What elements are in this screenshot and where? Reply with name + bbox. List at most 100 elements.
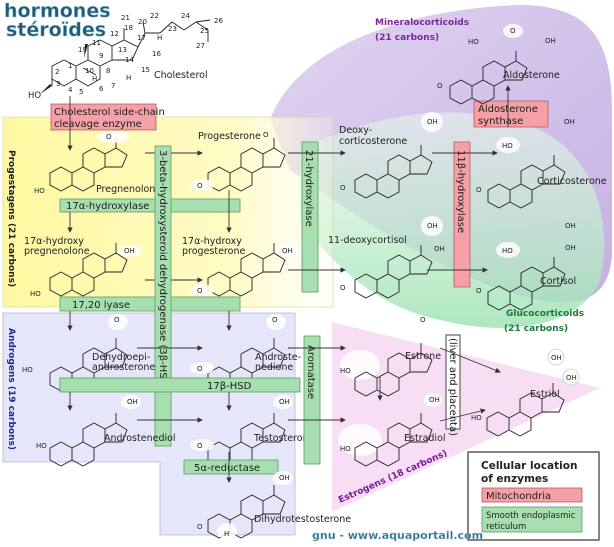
svg-text:6: 6 bbox=[99, 85, 104, 93]
svg-text:7: 7 bbox=[111, 82, 115, 90]
legend-label-smooth-er-1: Smooth endoplasmic bbox=[486, 511, 576, 521]
dhea-label-1: Dehydroepi- bbox=[92, 352, 150, 363]
estradiol-ho: HO bbox=[340, 445, 351, 453]
cholesterol-h-14: H bbox=[126, 74, 131, 82]
mineralocorticoids-carbons: (21 carbons) bbox=[375, 33, 439, 43]
corticosterone-label: Corticosterone bbox=[537, 176, 607, 187]
hydroxy-pregnenolone-label-2: pregnenolone bbox=[24, 246, 90, 257]
svg-text:11: 11 bbox=[92, 39, 101, 47]
dhea-label-2: androsterone bbox=[92, 362, 155, 373]
estradiol-oh: OH bbox=[429, 396, 440, 404]
svg-text:2: 2 bbox=[55, 68, 59, 76]
pregnenolone-structure bbox=[49, 131, 129, 192]
svg-text:19: 19 bbox=[78, 46, 87, 54]
corticosterone-oh: OH bbox=[564, 118, 575, 126]
androstenediol-structure bbox=[49, 395, 141, 467]
estrone-structure bbox=[340, 342, 433, 397]
cortisol-o: O bbox=[476, 287, 482, 295]
enzyme-17b-hsd bbox=[59, 377, 301, 393]
deoxycorticosterone-structure bbox=[354, 112, 443, 199]
svg-text:4: 4 bbox=[68, 86, 73, 94]
estriol-oh-2: OH bbox=[566, 374, 577, 382]
dht-h: H bbox=[224, 530, 229, 538]
corticosterone-ho: HO bbox=[502, 142, 513, 150]
enzyme-aldosterone-synthase-label-2: synthase bbox=[478, 116, 523, 127]
progesterone-o: O bbox=[197, 182, 203, 190]
svg-text:13: 13 bbox=[118, 46, 127, 54]
legend: Cellular location of enzymes Mitochondri… bbox=[467, 451, 600, 541]
svg-text:26: 26 bbox=[214, 17, 223, 25]
enzyme-21-hydroxylase bbox=[301, 141, 319, 293]
enzyme-side-chain-label-2: cleavage enzyme bbox=[54, 119, 142, 130]
hydroxy-pregnenolone-structure bbox=[49, 242, 142, 297]
androgens-label: Androgens (19 carbons) bbox=[6, 328, 16, 450]
cortisol-oh-1: OH bbox=[565, 222, 576, 230]
androstenedione-label-2: nedione bbox=[255, 362, 293, 373]
enzyme-3b-hsd-label: 3-beta-hydroxysteroid dehydrogenase (3β-… bbox=[157, 150, 168, 390]
svg-text:17: 17 bbox=[137, 34, 146, 42]
deoxycortisol-oh-1: OH bbox=[427, 222, 438, 230]
svg-text:5: 5 bbox=[79, 88, 83, 96]
testosterone-oh: OH bbox=[279, 398, 290, 406]
androstenedione-label-1: Androste- bbox=[255, 352, 301, 363]
hydroxy-progesterone-o: O bbox=[197, 287, 203, 295]
enzyme-17b-hsd-label: 17β-HSD bbox=[207, 381, 252, 392]
enzyme-liver-placenta-label: (liver and placenta) bbox=[447, 338, 458, 436]
dhea-ho: HO bbox=[22, 366, 33, 374]
aldosterone-ho: HO bbox=[468, 38, 479, 46]
deoxycorticosterone-oh: OH bbox=[427, 118, 438, 126]
svg-text:14: 14 bbox=[125, 56, 134, 64]
estrone-label: Estrone bbox=[405, 351, 441, 362]
estriol-structure bbox=[486, 348, 580, 437]
title-line-2: stéroïdes bbox=[6, 19, 106, 41]
aldosterone-o: O bbox=[437, 82, 443, 90]
cortisol-structure bbox=[487, 242, 566, 311]
enzyme-aldosterone-synthase bbox=[473, 100, 549, 128]
deoxycorticosterone-o: O bbox=[340, 184, 346, 192]
pregnenolone-label: Pregnenolone bbox=[96, 184, 161, 195]
cortisol-oh-2: OH bbox=[565, 244, 576, 252]
cholesterol-label: Cholesterol bbox=[154, 70, 208, 81]
androstenedione-ketone-o: O bbox=[272, 316, 278, 324]
svg-text:21: 21 bbox=[121, 14, 130, 22]
svg-text:12: 12 bbox=[110, 30, 119, 38]
estriol-ho: HO bbox=[471, 414, 482, 422]
testosterone-structure bbox=[190, 395, 293, 467]
aldosterone-oh: OH bbox=[545, 37, 556, 45]
hydroxy-progesterone-structure bbox=[190, 242, 300, 297]
dhea-structure bbox=[49, 314, 128, 392]
legend-label-mitochondria: Mitochondria bbox=[486, 491, 551, 502]
svg-text:22: 22 bbox=[150, 12, 159, 20]
testosterone-label: Testosterone bbox=[253, 433, 315, 444]
legend-title-1: Cellular location bbox=[481, 460, 577, 472]
deoxycortisol-o: O bbox=[340, 284, 346, 292]
hydroxy-pregnenolone-oh: OH bbox=[124, 247, 135, 255]
estrogens-region bbox=[332, 322, 600, 512]
svg-text:8: 8 bbox=[106, 67, 110, 75]
enzyme-5a-reductase-label: 5α-reductase bbox=[194, 463, 260, 474]
enzyme-17-20-lyase bbox=[59, 296, 241, 312]
svg-text:10: 10 bbox=[85, 67, 94, 75]
enzyme-3b-hsd bbox=[154, 145, 172, 447]
svg-text:25: 25 bbox=[200, 27, 209, 35]
dihydrotestosterone-structure bbox=[207, 471, 293, 539]
progesterone-structure bbox=[190, 137, 286, 192]
pregnenolone-ho: HO bbox=[34, 187, 45, 195]
svg-text:20: 20 bbox=[138, 18, 147, 26]
glucocorticoids-label: Glucocorticoids bbox=[506, 309, 584, 319]
deoxycorticosterone-label-2: corticosterone bbox=[339, 136, 407, 147]
dhea-o: O bbox=[114, 316, 120, 324]
estradiol-structure bbox=[338, 393, 442, 467]
svg-text:9: 9 bbox=[99, 52, 103, 60]
cortisol-label: Cortisol bbox=[540, 276, 576, 287]
cholesterol-structure bbox=[40, 19, 211, 94]
estradiol-label: Estradiol bbox=[404, 433, 446, 444]
arrow-estrone-estriol bbox=[439, 347, 501, 373]
glucocorticoids-carbons: (21 carbons) bbox=[504, 324, 568, 334]
legend-title-2: of enzymes bbox=[481, 473, 548, 485]
legend-swatch-mitochondria bbox=[481, 487, 583, 503]
mineralocorticoids-label: Mineralocorticoids bbox=[375, 18, 469, 28]
androstenedione-structure bbox=[190, 314, 286, 392]
svg-text:16: 16 bbox=[152, 50, 161, 58]
enzyme-17-20-lyase-label: 17,20 lyase bbox=[72, 300, 130, 311]
